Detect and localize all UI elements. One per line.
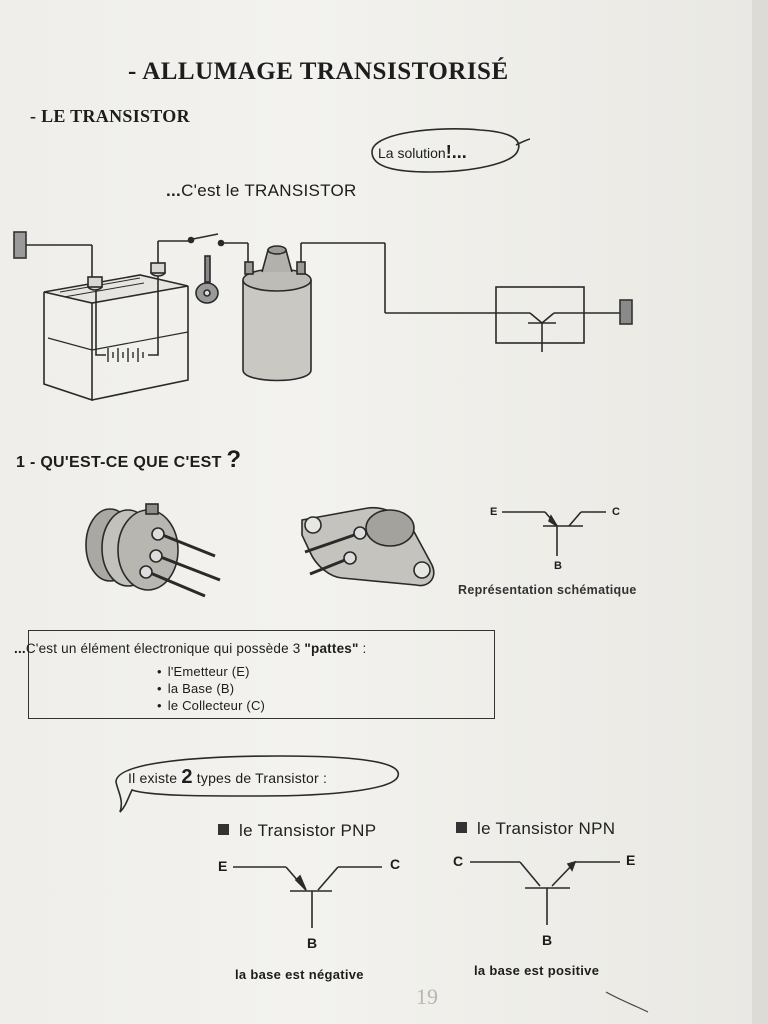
solution-text: La solution	[378, 145, 446, 161]
definition-suffix: :	[358, 641, 367, 656]
definition-item-base: la Base (B)	[157, 681, 234, 696]
definition-box	[28, 630, 495, 719]
npn-label: le Transistor NPN	[456, 819, 615, 839]
ignition-coil	[242, 242, 530, 382]
section-subtitle: - LE TRANSISTOR	[30, 106, 190, 126]
section-1-heading: 1 - QU'EST-CE QUE C'EST ?	[16, 446, 241, 474]
transistor-module	[495, 286, 633, 352]
question-mark: ?	[226, 446, 242, 473]
pnp-label: le Transistor PNP	[218, 821, 376, 841]
page-title: - ALLUMAGE TRANSISTORISÉ	[128, 58, 509, 85]
schematic-pin-e: E	[490, 506, 498, 518]
schematic-pin-b: B	[554, 560, 562, 572]
types-intro: Il existe 2 types de Transistor :	[128, 766, 327, 789]
section-1-heading-text: 1 - QU'EST-CE QUE C'EST	[16, 454, 222, 471]
pnp-pin-left: E	[218, 858, 228, 874]
pnp-symbol	[233, 866, 382, 928]
pnp-pin-base: B	[307, 935, 318, 951]
definition-quoted: "pattes"	[304, 641, 359, 656]
page-edge-shadow	[752, 0, 768, 1024]
page-number: 19	[416, 984, 438, 1009]
definition-prefix: ...	[14, 641, 26, 656]
ignition-switch	[157, 233, 249, 268]
ground-right-symbol	[619, 299, 633, 325]
ground-left-symbol	[13, 231, 92, 259]
types-bubble	[115, 755, 400, 813]
npn-caption: la base est positive	[474, 963, 600, 978]
schematic-symbol	[502, 511, 606, 556]
transistor-to3-flat	[301, 506, 435, 587]
transistor-to3-cylindrical	[85, 503, 221, 598]
pnp-caption: la base est négative	[235, 967, 364, 982]
definition-item-emitter: l'Emetteur (E)	[157, 664, 250, 679]
square-bullet-icon	[456, 822, 467, 833]
pnp-label-text: le Transistor PNP	[239, 821, 377, 840]
solution-bubble	[371, 128, 520, 173]
square-bullet-icon	[218, 824, 229, 835]
schematic-pin-c: C	[612, 506, 620, 518]
ignition-key	[195, 255, 219, 304]
intro-line: ...C'est le TRANSISTOR	[166, 181, 357, 201]
definition-text: C'est un élément électronique qui possèd…	[25, 641, 305, 656]
npn-pin-base: B	[542, 932, 553, 948]
schematic-caption: Représentation schématique	[458, 583, 637, 597]
solution-exclaim: !...	[445, 142, 467, 162]
pnp-pin-right: C	[390, 856, 401, 872]
intro-prefix: ...	[166, 181, 182, 200]
definition-item-collector: le Collecteur (C)	[157, 698, 265, 713]
npn-pin-right: E	[626, 852, 636, 868]
npn-label-text: le Transistor NPN	[477, 819, 616, 838]
types-prefix: Il existe	[128, 770, 182, 786]
types-count: 2	[181, 766, 193, 788]
npn-symbol	[470, 860, 620, 925]
types-suffix: types de Transistor :	[192, 770, 328, 786]
battery-illustration	[43, 245, 189, 402]
definition-intro: ...C'est un élément électronique qui pos…	[14, 641, 367, 656]
npn-pin-left: C	[453, 853, 464, 869]
intro-text: C'est le TRANSISTOR	[181, 181, 357, 200]
solution-bubble-text: La solution!...	[378, 142, 467, 163]
